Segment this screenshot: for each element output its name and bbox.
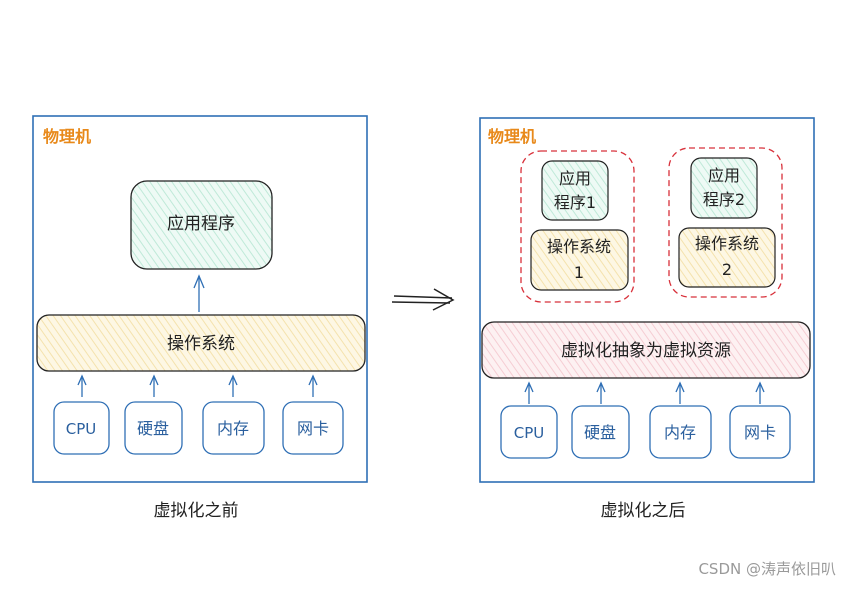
left-hw-memory-box [202, 401, 265, 455]
left-caption: 虚拟化之前 [154, 501, 239, 521]
left-hw-cpu-box [53, 401, 110, 455]
right-hw-cpu-label: CPU [514, 424, 545, 442]
left-os-bar [36, 314, 366, 372]
left-hw-memory-label: 内存 [217, 419, 249, 438]
right-hw-memory-label: 内存 [664, 423, 696, 442]
right-physical-machine-frame [479, 117, 815, 483]
watermark: CSDN @涛声依旧叭 [698, 560, 836, 578]
right-hw-memory-box [649, 405, 712, 459]
abstraction-label: 虚拟化抽象为虚拟资源 [561, 341, 731, 361]
vm1-app-label-line2: 程序1 [554, 193, 596, 212]
left-physical-machine-frame [32, 115, 368, 483]
vm1-os-label-line1: 操作系统 [547, 237, 611, 256]
right-hw-nic-box [729, 405, 791, 459]
vm1-os-label-line2: 1 [574, 263, 584, 282]
abstraction-bar [481, 321, 811, 379]
vm2-os-box [678, 227, 776, 288]
vm2-os-label-line1: 操作系统 [695, 234, 759, 253]
left-os-label: 操作系统 [167, 334, 235, 354]
left-hw-disk-box [124, 401, 183, 455]
left-hw-nic-label: 网卡 [297, 419, 329, 438]
right-hw-nic-label: 网卡 [744, 423, 776, 442]
vm1-boundary [520, 150, 635, 303]
left-app-label: 应用程序 [167, 214, 235, 234]
vm2-app-label-line1: 应用 [708, 166, 740, 185]
vm2-app-label-line2: 程序2 [703, 190, 745, 209]
right-caption: 虚拟化之后 [601, 501, 686, 521]
left-hardware-arrows [77, 374, 318, 397]
left-hw-cpu-label: CPU [66, 420, 97, 438]
left-panel-title: 物理机 [43, 127, 91, 146]
right-hw-cpu-box [500, 405, 558, 459]
vm2-app-box [690, 157, 758, 219]
vm1-os-box [530, 229, 629, 291]
left-panel: 物理机 应用程序 操作系统 CPU 硬盘 内存 网卡 虚拟化之前 [32, 115, 368, 521]
left-hw-nic-box [282, 401, 344, 455]
right-hw-disk-box [571, 405, 630, 459]
left-app-box [130, 180, 273, 270]
vm2-os-label-line2: 2 [722, 260, 732, 279]
vm1-app-box [541, 160, 609, 221]
transition-arrow [391, 288, 455, 311]
left-os-to-app-arrow [193, 274, 205, 312]
right-panel-title: 物理机 [488, 127, 536, 146]
right-hardware-arrows [524, 381, 765, 404]
vm1-app-label-line1: 应用 [559, 169, 591, 188]
left-hw-disk-label: 硬盘 [137, 419, 169, 438]
right-panel: 物理机 应用 程序1 操作系统 1 应用 程序2 操作系统 2 虚拟化抽象为虚拟… [479, 117, 815, 521]
vm2-boundary [668, 147, 783, 298]
right-hw-disk-label: 硬盘 [584, 423, 616, 442]
